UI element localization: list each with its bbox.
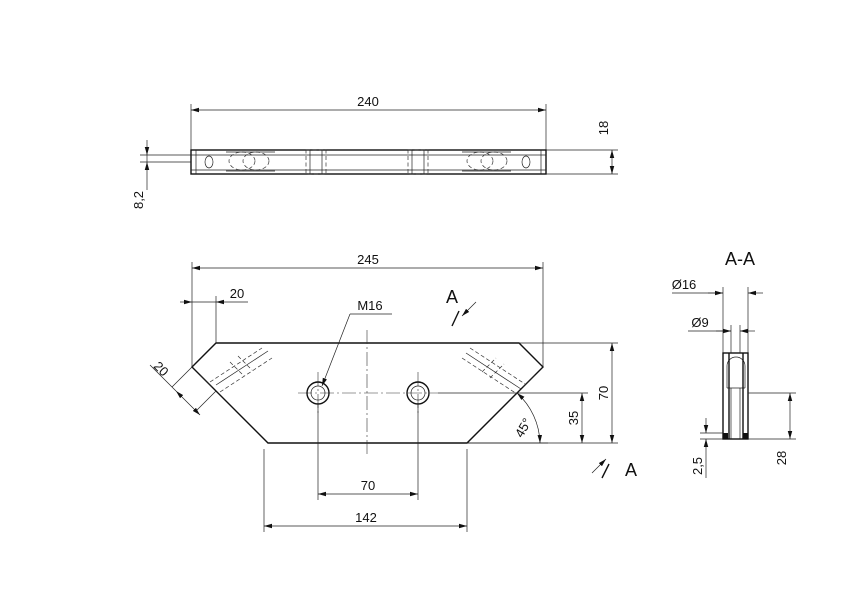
dim-height: 70	[596, 386, 611, 400]
dim-chamfer-width: 20	[230, 286, 244, 301]
dim-front-length: 245	[357, 252, 379, 267]
section-view: A-A Ø16 Ø9 28 2,5	[672, 249, 796, 478]
dim-base-length: 142	[355, 510, 377, 525]
thread-label: M16	[357, 298, 382, 313]
dim-inner-diameter: Ø9	[691, 315, 708, 330]
dim-depth: 28	[774, 451, 789, 465]
dim-angle: 45°	[512, 415, 535, 440]
threaded-hole-left	[306, 381, 330, 405]
dim-hole-height: 35	[566, 411, 581, 425]
dim-top-thickness: 18	[596, 121, 611, 135]
dim-chamfer-side: 20	[151, 358, 172, 379]
dim-top-length: 240	[357, 94, 379, 109]
section-mark-upper: A	[446, 287, 458, 307]
threaded-hole-right	[406, 381, 430, 405]
dim-top-offset: 8,2	[131, 191, 146, 209]
dim-step: 2,5	[690, 457, 705, 475]
section-title: A-A	[725, 249, 755, 269]
dim-outer-diameter: Ø16	[672, 277, 697, 292]
section-mark-lower: A	[625, 460, 637, 480]
front-view: 245 20 20 M16 70 142 70 3	[149, 252, 637, 532]
top-view: 240 18 8,2	[131, 94, 618, 209]
section-outline	[722, 352, 749, 440]
dim-hole-spacing: 70	[361, 478, 375, 493]
